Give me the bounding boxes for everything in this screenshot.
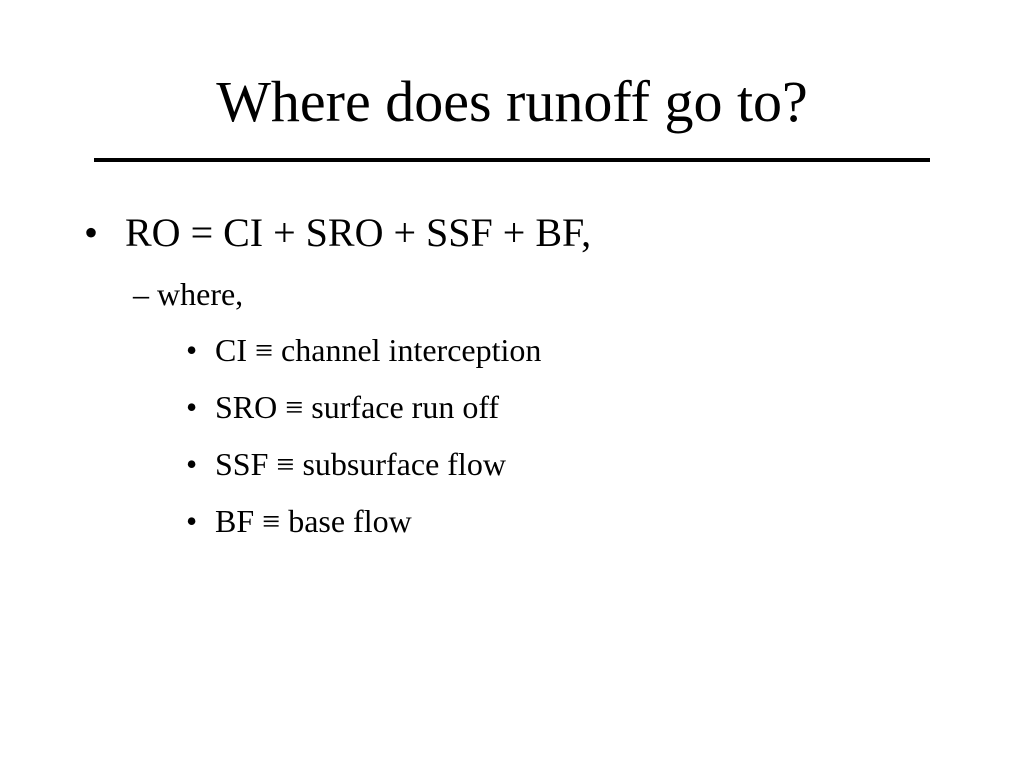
- definition-text: SRO ≡ surface run off: [215, 389, 500, 425]
- bullet-icon: •: [186, 446, 198, 482]
- bullet-icon: •: [186, 332, 198, 368]
- definition-item: • SSF ≡ subsurface flow: [186, 444, 506, 484]
- where-text: where,: [157, 276, 244, 312]
- bullet-icon: •: [186, 503, 198, 539]
- definition-item: • SRO ≡ surface run off: [186, 387, 499, 427]
- where-subitem: – where,: [133, 274, 243, 314]
- definition-item: • CI ≡ channel interception: [186, 330, 541, 370]
- title-underline: [94, 158, 930, 162]
- definition-text: CI ≡ channel interception: [215, 332, 542, 368]
- equation-text: RO = CI + SRO + SSF + BF,: [125, 210, 592, 255]
- slide-title: Where does runoff go to?: [216, 69, 808, 134]
- definition-text: SSF ≡ subsurface flow: [215, 446, 506, 482]
- definition-item: • BF ≡ base flow: [186, 501, 412, 541]
- bullet-icon: •: [84, 210, 99, 255]
- equation-bullet: • RO = CI + SRO + SSF + BF,: [84, 208, 591, 258]
- definition-text: BF ≡ base flow: [215, 503, 412, 539]
- bullet-icon: •: [186, 389, 198, 425]
- dash-icon: –: [133, 276, 157, 312]
